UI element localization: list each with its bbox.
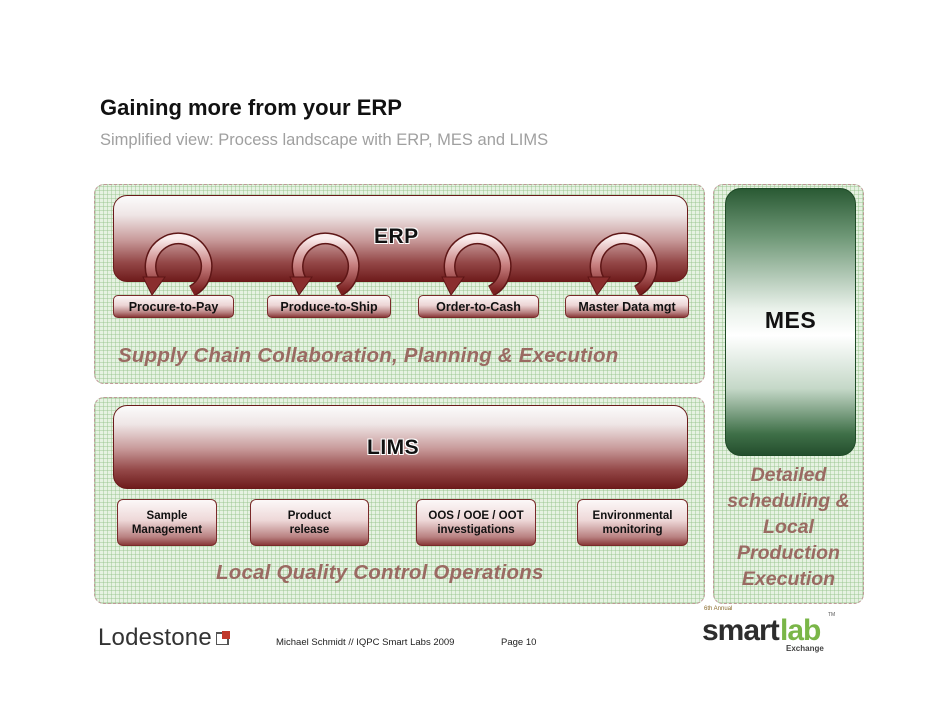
lodestone-mark-icon — [215, 631, 230, 645]
module-product-release: Product release — [250, 499, 369, 546]
smartlab-exchange: Exchange — [786, 644, 824, 653]
cycle-arrow-icon — [441, 232, 512, 297]
process-procure-to-pay: Procure-to-Pay — [113, 295, 234, 318]
module-environmental-monitoring: Environmental monitoring — [577, 499, 688, 546]
mes-bar — [725, 188, 856, 456]
process-order-to-cash: Order-to-Cash — [418, 295, 539, 318]
smartlab-annual: 6th Annual — [704, 606, 733, 612]
module-line: Environmental — [592, 509, 673, 522]
module-line: Management — [131, 523, 203, 536]
smartlab-tm: TM — [828, 612, 836, 618]
smartlab-logo: 6th Annual smart lab Exchange TM — [702, 604, 840, 656]
module-line: Product — [287, 509, 332, 522]
cycle-arrow-icon — [142, 232, 213, 297]
mes-label: MES — [764, 307, 817, 333]
lodestone-logo-text: Lodestone — [98, 624, 212, 651]
module-line: investigations — [437, 523, 515, 536]
cycle-arrow-icon — [587, 232, 658, 297]
module-line: Sample — [146, 509, 188, 522]
quality-control-caption: Local Quality Control Operations — [216, 561, 544, 584]
process-master-data-mgt: Master Data mgt — [565, 295, 689, 318]
footer-author: Michael Schmidt // IQPC Smart Labs 2009 — [276, 637, 455, 648]
erp-label: ERP — [374, 225, 419, 248]
cycle-arrow-icon — [289, 232, 360, 297]
smartlab-smart: smart — [702, 614, 780, 647]
slide-subtitle: Simplified view: Process landscape with … — [100, 131, 549, 149]
mes-description: Detailed scheduling & Local Production E… — [713, 462, 864, 592]
module-line: OOS / OOE / OOT — [428, 509, 524, 522]
supply-chain-caption: Supply Chain Collaboration, Planning & E… — [118, 344, 619, 367]
module-oos-investigations: OOS / OOE / OOT investigations — [416, 499, 536, 546]
module-line: monitoring — [602, 523, 663, 536]
mes-description-line: Production — [737, 542, 840, 564]
lims-bar — [113, 405, 688, 489]
mes-description-line: Detailed — [750, 464, 827, 486]
lodestone-logo: Lodestone — [98, 624, 230, 652]
mes-description-line: Local — [763, 516, 814, 538]
page-number: Page 10 — [501, 637, 537, 648]
smartlab-lab: lab — [780, 614, 821, 647]
slide-title: Gaining more from your ERP — [100, 95, 402, 120]
lims-label: LIMS — [367, 436, 420, 459]
process-produce-to-ship: Produce-to-Ship — [267, 295, 391, 318]
module-sample-management: Sample Management — [117, 499, 217, 546]
mes-description-line: scheduling & — [727, 490, 850, 512]
module-line: release — [289, 523, 330, 536]
mes-description-line: Execution — [741, 568, 836, 590]
